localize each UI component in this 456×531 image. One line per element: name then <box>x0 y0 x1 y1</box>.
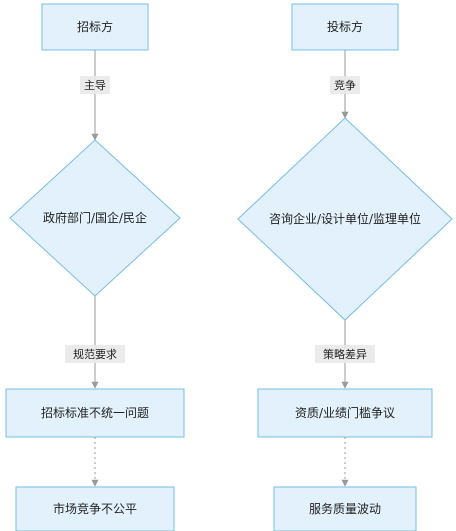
svg-text:主导: 主导 <box>84 79 106 92</box>
svg-text:规范要求: 规范要求 <box>73 347 117 361</box>
left-issue-node: 招标标准不统一问题 <box>5 388 185 438</box>
left-result-node: 市场竞争不公平 <box>15 486 175 531</box>
svg-text:竞争: 竞争 <box>334 78 356 92</box>
right-issue-label: 资质/业绩门槛争议 <box>295 405 395 420</box>
right-top-node: 投标方 <box>291 3 399 51</box>
right-result-node: 服务质量波动 <box>273 486 417 531</box>
left-flow: 招标方 主导 政府部门/国企/民企 规范要求 招标标准不统一问题 市 <box>5 3 185 531</box>
left-top-node-label: 招标方 <box>77 19 113 34</box>
right-edge-1-label: 竞争 <box>330 76 360 94</box>
left-issue-label: 招标标准不统一问题 <box>41 406 149 420</box>
left-decision-diamond: 政府部门/国企/民企 <box>9 139 181 297</box>
left-decision-label: 政府部门/国企/民企 <box>43 210 147 225</box>
right-decision-diamond: 咨询企业/设计单位/监理单位 <box>237 117 453 321</box>
right-issue-node: 资质/业绩门槛争议 <box>257 388 433 438</box>
right-edge-2-label: 策略差异 <box>315 345 375 363</box>
svg-text:策略差异: 策略差异 <box>323 347 367 361</box>
left-edge-1-label: 主导 <box>80 76 110 94</box>
right-decision-label: 咨询企业/设计单位/监理单位 <box>269 211 421 226</box>
left-top-node: 招标方 <box>41 3 149 51</box>
right-flow: 投标方 竞争 咨询企业/设计单位/监理单位 策略差异 资质/业绩门槛争议 <box>237 3 453 531</box>
left-edge-2-label: 规范要求 <box>65 345 125 363</box>
right-top-node-label: 投标方 <box>327 19 363 34</box>
left-result-label: 市场竞争不公平 <box>53 501 137 516</box>
right-result-label: 服务质量波动 <box>309 501 381 516</box>
